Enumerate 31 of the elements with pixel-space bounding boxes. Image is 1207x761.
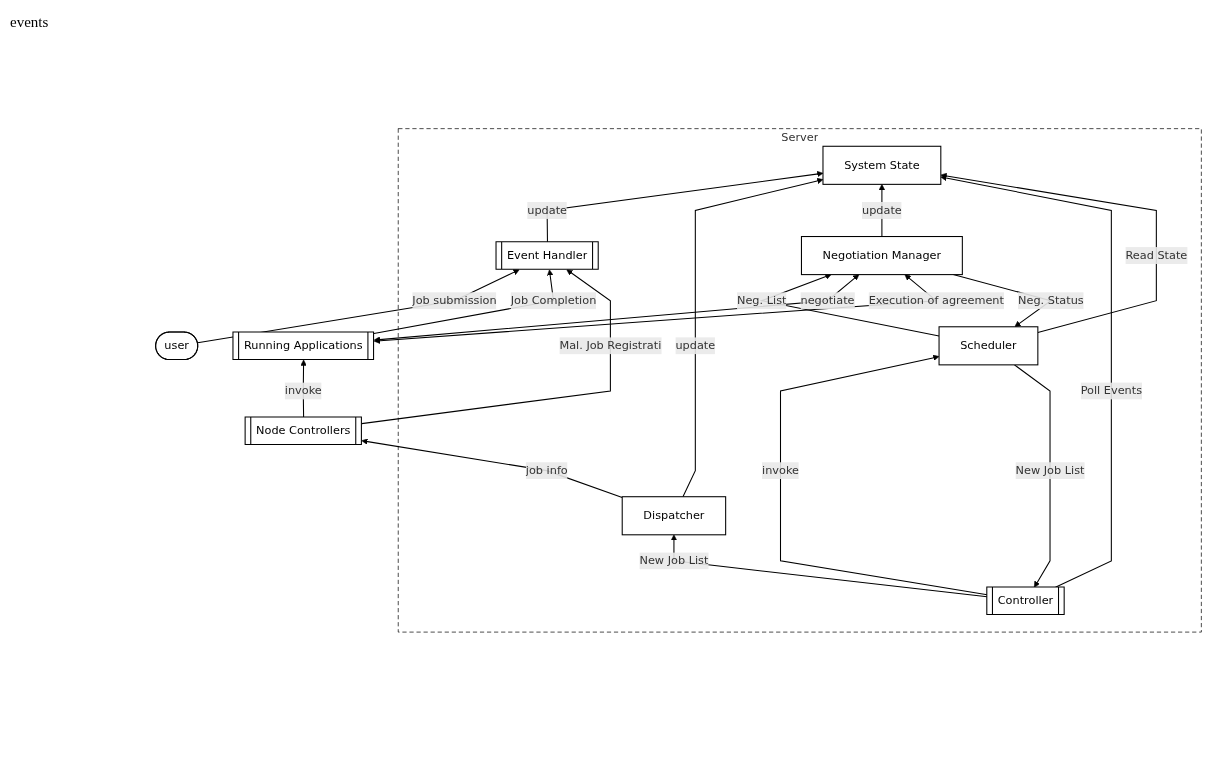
node-box: Scheduler <box>938 326 1039 366</box>
node-box: Dispatcher <box>621 496 727 536</box>
edge-label: Neg. List <box>736 293 787 308</box>
edge-label: Execution of agreement <box>868 293 1004 308</box>
edge-label: New Job List <box>639 553 709 568</box>
edge-label: Job Completion <box>510 293 597 308</box>
node-box: System State <box>822 145 942 185</box>
node-box: Negotiation Manager <box>800 236 963 276</box>
edge-label: update <box>527 203 567 217</box>
arrow <box>373 269 555 335</box>
arrow <box>361 269 611 425</box>
arrow <box>940 172 1157 334</box>
arrow <box>197 269 520 344</box>
arrow <box>940 175 1112 588</box>
edge-label: negotiate <box>800 293 855 308</box>
edge-label: Neg. Status <box>1018 293 1084 308</box>
edge-label: Read State <box>1125 248 1188 263</box>
edge-label: invoke <box>762 463 799 478</box>
note-label: events <box>10 14 50 31</box>
edge-label: invoke <box>284 384 322 398</box>
edge-label: New Job List <box>1015 463 1085 478</box>
edge-label: job info <box>525 463 568 478</box>
edge-label: update <box>862 203 902 217</box>
arrow <box>779 354 988 596</box>
arrow <box>1013 364 1051 588</box>
edge-label: Poll Events <box>1080 384 1143 398</box>
arrow <box>361 438 623 499</box>
edge-label: Job submission <box>412 293 497 308</box>
edge-label: Mal. Job Registrati <box>559 338 662 353</box>
arrow <box>373 274 938 344</box>
edge-label: update <box>675 338 716 353</box>
